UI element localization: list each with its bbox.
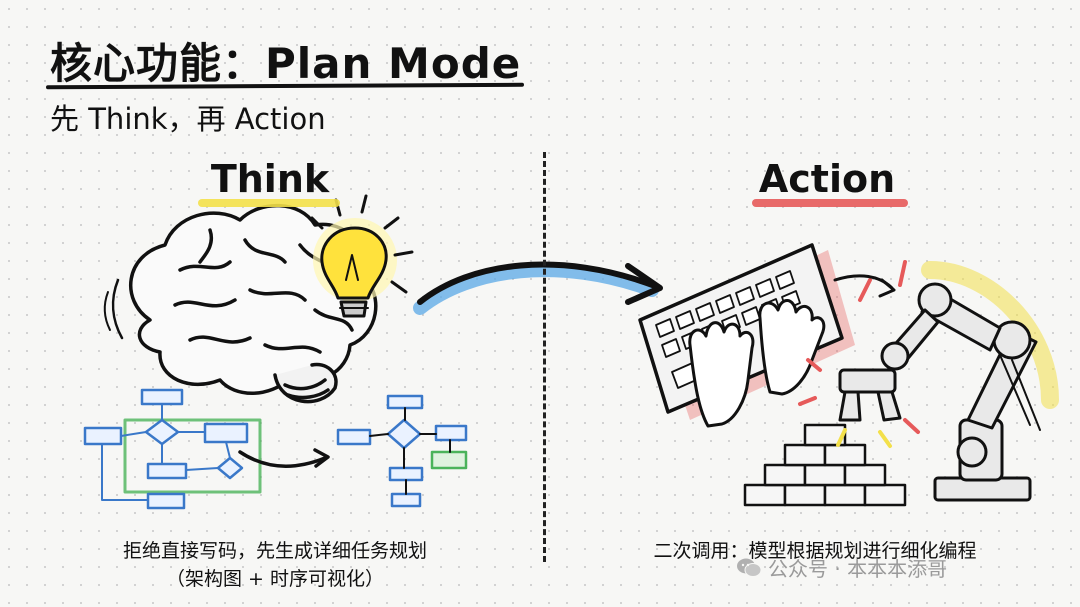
action-caption: 二次调用：模型根据规划进行细化编程 [653, 540, 977, 562]
think-to-action-arrow [413, 261, 663, 315]
think-caption-line2: （架构图 + 时序可视化） [166, 568, 384, 590]
lightbulb-icon [310, 194, 414, 318]
flow-link-arrow [238, 450, 327, 468]
section-divider [543, 152, 546, 562]
action-label-highlight [752, 199, 908, 207]
watermark-text: 公众号 · 本本本添哥 [768, 557, 948, 581]
wechat-icon [737, 558, 762, 577]
flowchart-diagram-left [83, 388, 262, 510]
watermark: 公众号 · 本本本添哥 [736, 553, 947, 582]
action-label: Action [758, 157, 896, 201]
page-title: 核心功能：Plan Mode [50, 39, 522, 88]
typing-hands-icon [688, 299, 826, 428]
building-blocks-icon [743, 423, 907, 507]
think-caption-line1: 拒绝直接写码，先生成详细任务规划 [122, 540, 427, 562]
think-label-highlight [198, 199, 340, 207]
think-label: Think [210, 157, 330, 201]
flowchart-diagram-right [336, 394, 468, 508]
robot-arm-icon [798, 260, 1059, 502]
page-subtitle: 先 Think，再 Action [50, 102, 326, 136]
